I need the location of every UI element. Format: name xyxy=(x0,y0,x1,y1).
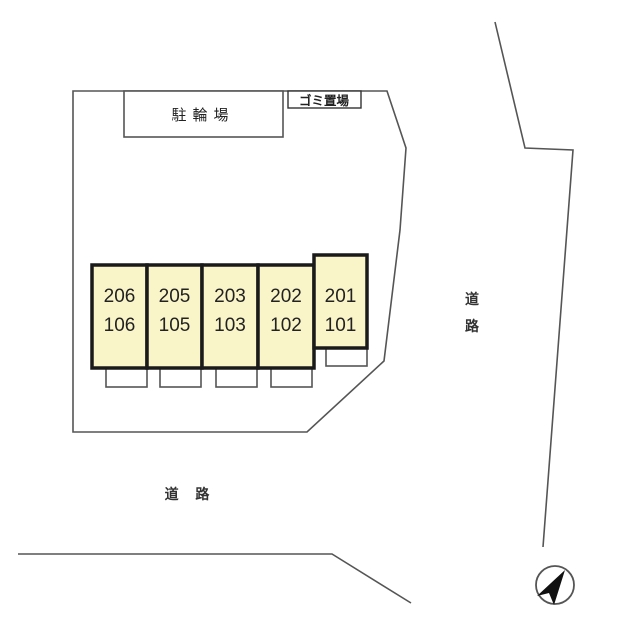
balcony-105 xyxy=(159,366,202,388)
unit-205-105[interactable]: 205 105 xyxy=(145,263,204,370)
unit-lower-number: 101 xyxy=(325,315,357,336)
unit-206-106[interactable]: 206 106 xyxy=(90,263,149,370)
unit-upper-number: 203 xyxy=(214,286,246,307)
balcony-106 xyxy=(105,366,148,388)
unit-201-101[interactable]: 201 101 xyxy=(312,253,369,350)
north-arrow-icon xyxy=(535,565,575,605)
balcony-103 xyxy=(215,366,258,388)
balcony-101 xyxy=(325,347,368,367)
unit-lower-number: 106 xyxy=(104,315,136,336)
east-road-label-bottom: 路 xyxy=(465,318,480,335)
building: 206 106 205 105 203 103 202 102 201 101 xyxy=(90,253,369,370)
garbage-area: ゴミ置場 xyxy=(287,90,362,109)
east-road-boundary xyxy=(494,21,574,548)
unit-202-102[interactable]: 202 102 xyxy=(256,263,316,370)
balcony-102 xyxy=(270,366,313,388)
south-road-boundary xyxy=(18,553,412,604)
bicycle-parking: 駐輪場 xyxy=(123,90,284,138)
unit-upper-number: 205 xyxy=(159,286,191,307)
unit-lower-number: 103 xyxy=(214,315,246,336)
unit-lower-number: 105 xyxy=(159,315,191,336)
unit-upper-number: 201 xyxy=(325,286,357,307)
garbage-area-label: ゴミ置場 xyxy=(299,93,350,108)
unit-upper-number: 202 xyxy=(270,286,302,307)
south-road-label: 道 路 xyxy=(165,486,216,503)
east-road-label-top: 道 xyxy=(465,291,479,308)
unit-203-103[interactable]: 203 103 xyxy=(200,263,260,370)
unit-upper-number: 206 xyxy=(104,286,136,307)
unit-lower-number: 102 xyxy=(270,315,302,336)
bicycle-parking-label: 駐輪場 xyxy=(171,106,234,124)
